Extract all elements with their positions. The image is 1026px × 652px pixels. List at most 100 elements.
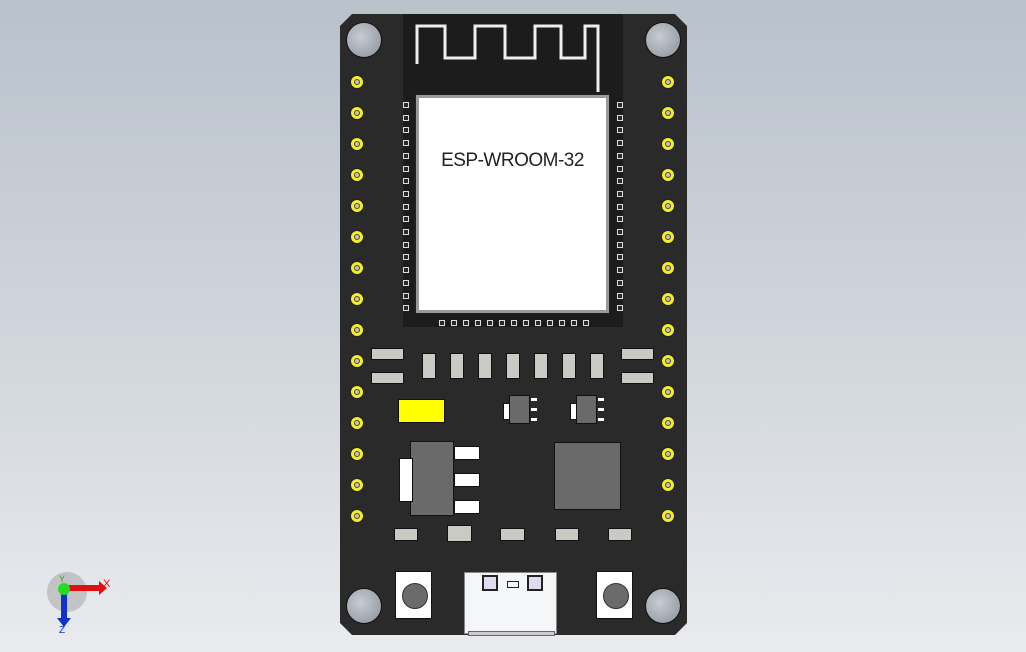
y-axis-dot xyxy=(58,583,70,595)
led xyxy=(398,399,445,423)
header-pin xyxy=(350,137,364,151)
boot-button[interactable] xyxy=(596,571,633,619)
y-axis-label: Y xyxy=(59,574,65,584)
header-pin xyxy=(661,292,675,306)
module-pad xyxy=(617,102,623,108)
module-pad xyxy=(403,229,409,235)
module-pad xyxy=(403,140,409,147)
header-pin xyxy=(350,447,364,461)
regulator-lead xyxy=(454,500,480,514)
transistor-lead xyxy=(598,408,604,411)
smd-resistor xyxy=(621,348,654,360)
z-axis-label: Z xyxy=(59,625,65,636)
header-pin xyxy=(661,354,675,368)
mount-hole xyxy=(645,588,681,624)
module-pad xyxy=(403,114,409,121)
module-pad xyxy=(571,320,577,326)
module-pad xyxy=(403,292,409,299)
reset-button[interactable] xyxy=(395,571,432,619)
voltage-regulator xyxy=(410,441,454,516)
smd-capacitor xyxy=(534,353,548,379)
module-pad xyxy=(403,152,409,159)
smd-component xyxy=(555,528,579,541)
module-pad xyxy=(617,292,623,299)
transistor-lead xyxy=(598,418,604,421)
module-pad xyxy=(535,320,541,326)
module-pad xyxy=(403,190,409,197)
header-pin xyxy=(661,416,675,430)
transistor-lead xyxy=(531,398,537,401)
transistor-lead xyxy=(598,398,604,401)
module-label: ESP-WROOM-32 xyxy=(441,150,584,171)
mount-hole xyxy=(346,588,382,624)
header-pin xyxy=(661,323,675,337)
smd-component xyxy=(447,525,472,542)
coordinate-triad: X Y Z xyxy=(47,572,111,636)
header-pin xyxy=(350,261,364,275)
module-pad xyxy=(403,102,409,108)
header-pin xyxy=(661,230,675,244)
module-pad xyxy=(487,320,493,326)
smd-resistor xyxy=(371,372,404,384)
micro-usb-port[interactable] xyxy=(464,572,557,636)
header-pin xyxy=(661,106,675,120)
module-pad xyxy=(403,127,409,134)
module-pad xyxy=(511,320,517,326)
x-axis-label: X xyxy=(103,578,111,590)
regulator-lead xyxy=(454,446,480,460)
module-pad xyxy=(403,203,409,210)
header-pin xyxy=(350,199,364,213)
module-pad xyxy=(617,165,623,172)
module-pad xyxy=(403,254,409,261)
module-pad xyxy=(617,127,623,134)
smd-capacitor xyxy=(450,353,464,379)
smd-capacitor xyxy=(422,353,436,379)
header-pin xyxy=(350,106,364,120)
smd-resistor xyxy=(371,348,404,360)
module-pad xyxy=(617,140,623,147)
smd-capacitor xyxy=(478,353,492,379)
module-pad xyxy=(617,267,623,274)
smd-capacitor xyxy=(562,353,576,379)
transistor-lead xyxy=(531,418,537,421)
module-pad xyxy=(617,114,623,121)
module-pad xyxy=(559,320,565,326)
header-pin xyxy=(350,292,364,306)
smd-component xyxy=(500,528,525,541)
module-pad xyxy=(463,320,469,326)
rf-shield: ESP-WROOM-32 xyxy=(415,94,610,314)
module-pad xyxy=(499,320,505,326)
mount-hole xyxy=(645,22,681,58)
smd-capacitor xyxy=(590,353,604,379)
esp-module: ESP-WROOM-32 xyxy=(403,14,623,327)
smd-resistor xyxy=(621,372,654,384)
module-pad xyxy=(617,203,623,210)
header-pin xyxy=(350,168,364,182)
header-pin xyxy=(661,261,675,275)
regulator-tab xyxy=(399,458,413,502)
module-pad xyxy=(583,320,589,326)
x-axis-arrow xyxy=(65,585,99,591)
module-pad xyxy=(617,178,623,185)
header-pin xyxy=(661,199,675,213)
module-pad xyxy=(617,279,623,286)
module-pad xyxy=(403,216,409,223)
header-pin xyxy=(661,509,675,523)
header-pin xyxy=(661,478,675,492)
transistor xyxy=(576,395,597,424)
module-pad xyxy=(439,320,445,326)
usb-uart-chip xyxy=(554,442,621,510)
module-pad xyxy=(523,320,529,326)
module-pad xyxy=(617,254,623,261)
header-pin xyxy=(350,385,364,399)
header-pin xyxy=(350,509,364,523)
header-pin xyxy=(350,416,364,430)
module-pad xyxy=(403,279,409,286)
transistor-lead xyxy=(531,408,537,411)
module-pad xyxy=(617,241,623,248)
header-pin xyxy=(661,137,675,151)
header-pin xyxy=(350,478,364,492)
module-pad xyxy=(547,320,553,326)
module-pad xyxy=(617,305,623,312)
header-pin xyxy=(350,323,364,337)
